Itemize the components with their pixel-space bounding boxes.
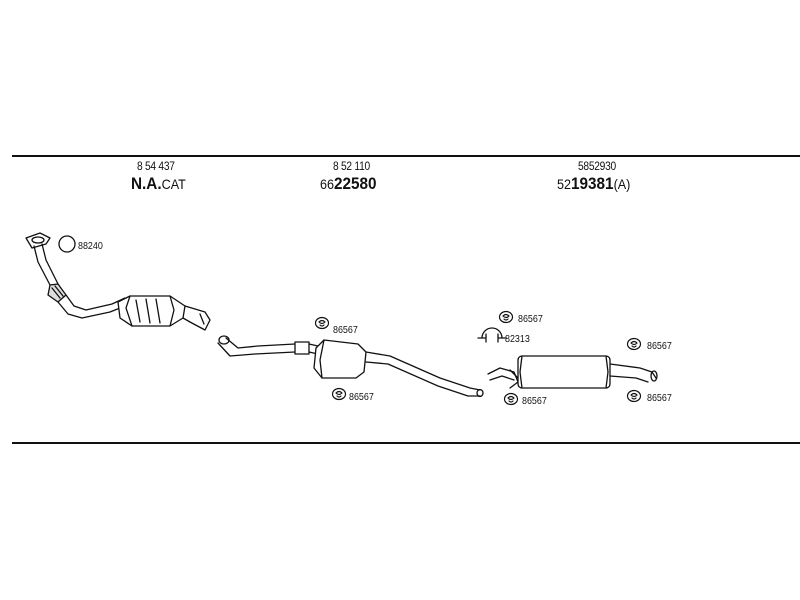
label-rubber-mount-6: 86567: [647, 392, 672, 404]
gasket-ring: [58, 235, 76, 253]
part-code-catalyst: N.A.CAT: [131, 175, 186, 192]
bottom-divider: [12, 442, 800, 444]
part-ref-rear-silencer: 5852930: [578, 159, 616, 173]
part-code-rear-main: 19381: [571, 174, 614, 193]
part-code-catalyst-main: N.A.: [131, 174, 162, 193]
label-rubber-mount-5: 86567: [647, 340, 672, 352]
part-code-rear-prefix: 52: [557, 176, 572, 192]
catalytic-converter: [117, 295, 211, 331]
label-rubber-mount-1: 86567: [333, 324, 358, 336]
rear-silencer: [487, 355, 658, 389]
label-clamp: 82313: [505, 333, 530, 345]
label-rubber-mount-4: 86567: [522, 395, 547, 407]
intermediate-pipe: [217, 335, 319, 357]
part-code-middle-silencer: 6622580: [320, 175, 377, 192]
part-ref-catalyst: 8 54 437: [137, 159, 175, 173]
label-rubber-mount-2: 86567: [349, 391, 374, 403]
label-gasket: 88240: [78, 240, 103, 252]
clamp: [477, 327, 507, 343]
part-code-rear-silencer: 5219381(A): [557, 175, 630, 192]
part-code-middle-main: 22580: [334, 174, 377, 193]
part-code-catalyst-suffix: CAT: [161, 176, 186, 192]
top-divider: [12, 155, 800, 157]
front-pipe: [25, 232, 126, 319]
part-code-middle-prefix: 66: [320, 176, 335, 192]
rubber-mounts: [314, 310, 642, 406]
part-ref-middle-silencer: 8 52 110: [333, 159, 370, 173]
part-code-rear-suffix: (A): [613, 176, 631, 192]
label-rubber-mount-3: 86567: [518, 313, 543, 325]
middle-silencer: [313, 339, 484, 398]
